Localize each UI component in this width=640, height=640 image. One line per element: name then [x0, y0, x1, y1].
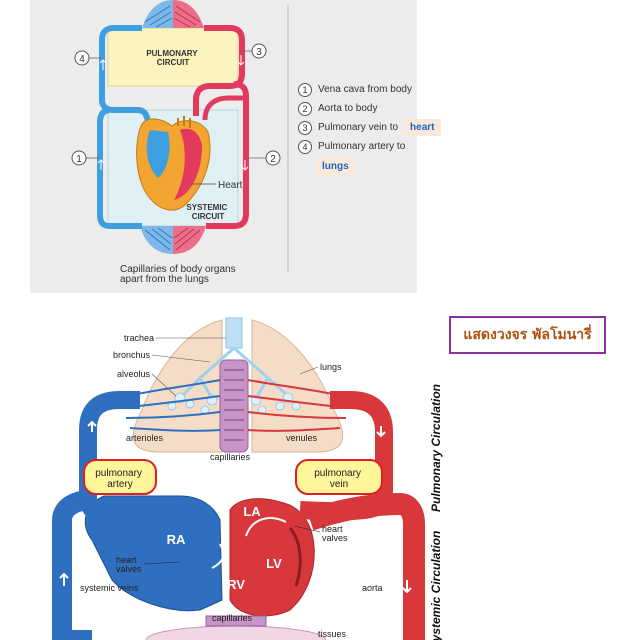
chamber-rv: RV: [227, 577, 245, 592]
label-venules: venules: [286, 433, 318, 443]
label-heart-valves-right: heart valves: [322, 524, 348, 543]
legend-number-1: 1: [298, 82, 312, 97]
callout-3-number: 3: [256, 47, 262, 58]
answer-lungs: lungs: [316, 158, 355, 175]
aorta-vessel: [306, 492, 425, 640]
systemic-circuit-line-2: CIRCUIT: [192, 212, 225, 221]
callout-4-number: 4: [79, 54, 85, 65]
label-pulmonary-vein-line-2: vein: [330, 479, 348, 490]
label-systemic-veins: systemic veins: [80, 583, 139, 593]
venules: [247, 379, 361, 432]
pulmonary-systemic-diagram: trachea bronchus alveolus lungs arteriol…: [52, 317, 443, 640]
capillaries-caption-line-2: apart from the lungs: [120, 274, 209, 285]
callout-2: 2: [246, 150, 281, 166]
label-tissues: tissues: [318, 629, 347, 639]
heart-bottom: [84, 495, 315, 617]
pulmonary-circuit-line-2: CIRCUIT: [157, 58, 190, 67]
callout-1: 1: [71, 150, 100, 166]
label-pulmonary-vein: pulmonary vein: [314, 468, 363, 490]
answer-heart: heart: [404, 119, 441, 136]
bottom-labels: trachea bronchus alveolus lungs arteriol…: [80, 333, 383, 639]
pulmonary-circuit-line-1: PULMONARY: [146, 49, 198, 58]
pulmonary-circulation-title: Pulmonary Circulation: [429, 384, 443, 512]
callout-3: 3: [242, 43, 267, 59]
pulmonary-circuit-label: PULMONARY CIRCUIT: [146, 49, 199, 67]
label-alveolus: alveolus: [117, 369, 151, 379]
legend-number-3: 3: [298, 120, 312, 135]
flow-arrows: [97, 55, 249, 171]
pulmonary-artery-vessel: [79, 391, 140, 460]
label-aorta: aorta: [362, 583, 383, 593]
pulmonary-circuit-panel: [107, 27, 239, 87]
trachea-shape: [225, 317, 243, 349]
label-trachea: trachea: [124, 333, 154, 343]
legend-row-2: 2 Aorta to body: [298, 99, 478, 118]
thai-title-box: แสดงวงจร พัลโมนารี่: [449, 316, 606, 354]
legend-number-4: 4: [298, 139, 312, 154]
arterioles: [109, 379, 221, 432]
systemic-vein-vessel: [52, 490, 93, 640]
capillaries-caption-line-1: Capillaries of body organs: [120, 264, 236, 275]
chamber-la: LA: [243, 504, 261, 519]
callout-1-number: 1: [76, 154, 82, 165]
systemic-circuit-label: SYSTEMIC CIRCUIT: [186, 203, 229, 221]
pulmonary-vein-highlight: [295, 459, 383, 495]
legend: 1 Vena cava from body 2 Aorta to body 3 …: [298, 80, 478, 175]
tissue-capillaries: [205, 615, 267, 627]
heart-label: Heart: [218, 180, 243, 191]
label-arterioles: arterioles: [126, 433, 164, 443]
label-heart-valves-left: heart valves: [116, 555, 142, 574]
label-capillaries-bottom: capillaries: [212, 613, 253, 623]
heart-illustration: [136, 116, 211, 211]
legend-text-3: Pulmonary vein to: [318, 122, 399, 133]
callout-2-number: 2: [270, 154, 276, 165]
label-heart-valves-right-line-2: valves: [322, 533, 348, 543]
top-circulation-panel: Heart PULMONARY CIRCUIT SYSTEMIC CIRCUIT…: [30, 0, 417, 293]
legend-text-1: Vena cava from body: [318, 84, 412, 95]
label-bronchus: bronchus: [113, 350, 151, 360]
label-pulmonary-artery-line-1: pulmonary: [95, 468, 142, 479]
chamber-labels: RA LA RV LV: [167, 504, 283, 592]
legend-row-4-answer: lungs: [298, 156, 478, 175]
lung-capillary-bed: [219, 359, 249, 453]
tissue-capillary-bed: [145, 625, 327, 640]
label-capillaries-top: capillaries: [210, 452, 251, 462]
callout-4: 4: [74, 50, 102, 66]
systemic-circulation-title: Systemic Circulation: [429, 531, 443, 640]
legend-text-2: Aorta to body: [318, 103, 378, 114]
chamber-ra: RA: [167, 532, 186, 547]
bronchi: [180, 346, 290, 399]
legend-row-3: 3 Pulmonary vein to heart: [298, 118, 478, 137]
label-lungs: lungs: [320, 362, 342, 372]
pulmonary-artery-highlight: [83, 459, 157, 495]
legend-row-4: 4 Pulmonary artery to: [298, 137, 478, 156]
body-capillaries: [140, 226, 206, 254]
legend-row-1: 1 Vena cava from body: [298, 80, 478, 99]
label-heart-valves-right-line-1: heart: [322, 524, 343, 534]
label-pulmonary-artery-line-2: artery: [107, 479, 133, 490]
oxygenated-vessels: [193, 25, 249, 229]
top-circulation-diagram: Heart PULMONARY CIRCUIT SYSTEMIC CIRCUIT…: [71, 0, 289, 285]
legend-number-2: 2: [298, 101, 312, 116]
label-pulmonary-artery: pulmonary artery: [95, 468, 144, 490]
lungs-shape: [132, 319, 344, 453]
chamber-lv: LV: [266, 556, 282, 571]
label-pulmonary-vein-line-1: pulmonary: [314, 468, 361, 479]
legend-text-4: Pulmonary artery to: [318, 141, 406, 152]
capillaries-caption: Capillaries of body organs apart from th…: [120, 264, 238, 285]
label-heart-valves-left-line-1: heart: [116, 555, 137, 565]
flow-arrows-bottom: [59, 420, 412, 594]
label-heart-valves-left-line-2: valves: [116, 564, 142, 574]
lung-capillaries: [142, 0, 204, 28]
systemic-circuit-line-1: SYSTEMIC: [186, 203, 227, 212]
